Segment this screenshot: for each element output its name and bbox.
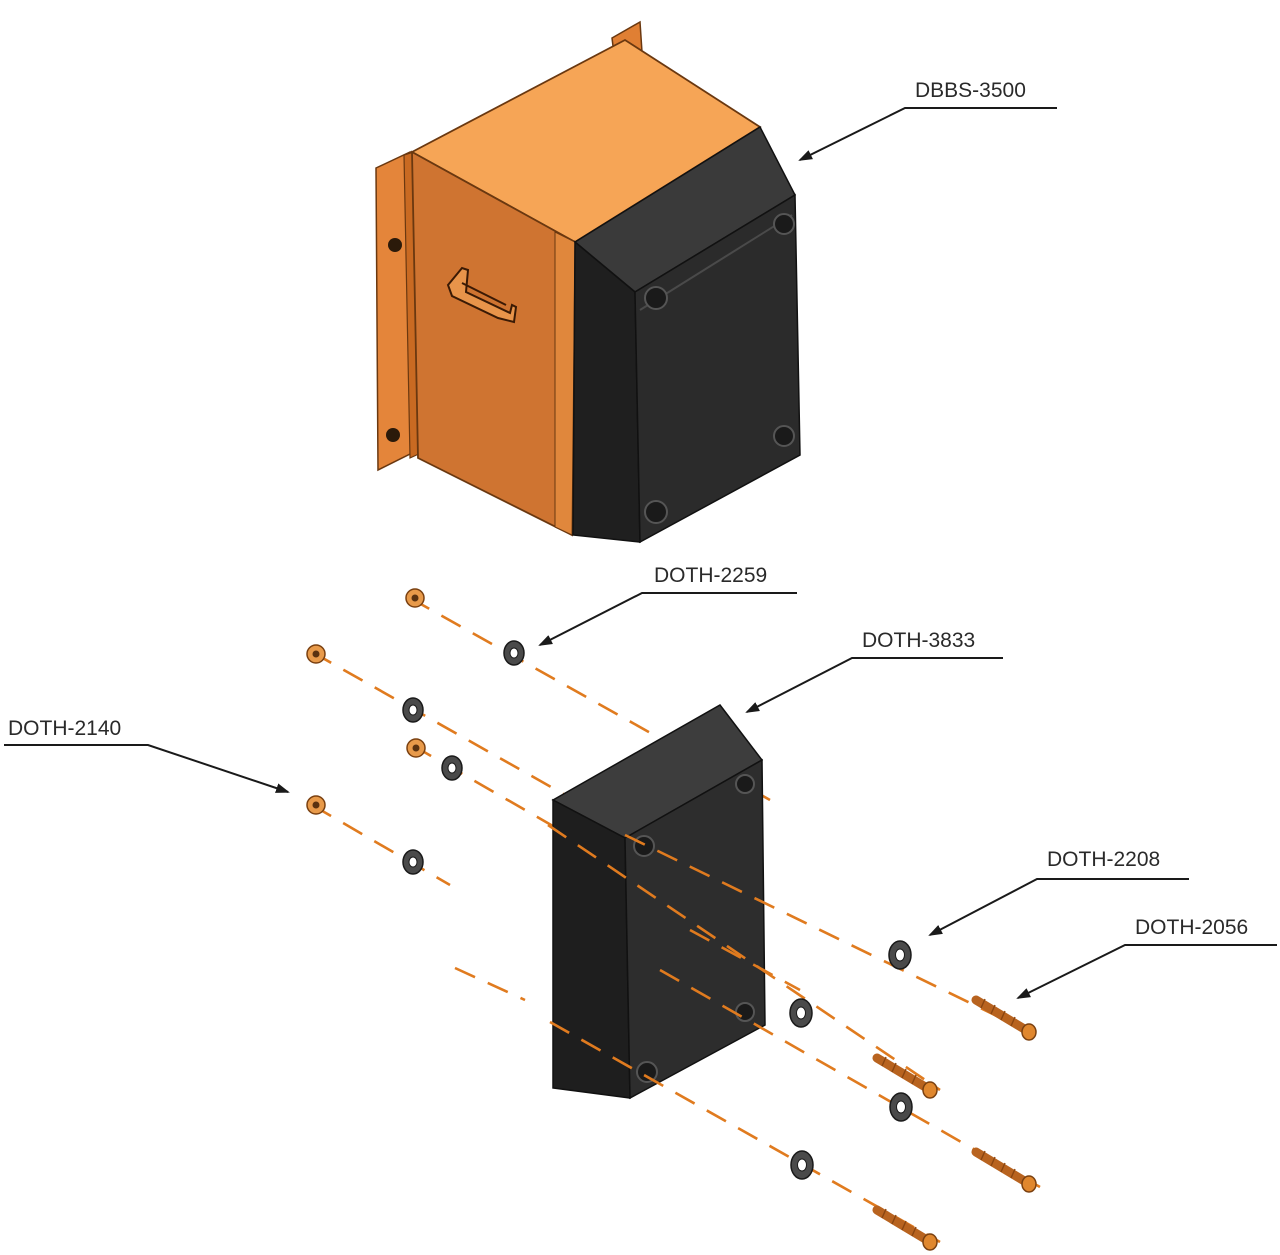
assembly-axis-line [547,823,941,1092]
nut-icon [306,644,326,664]
callout-cover: DOTH-3833 [745,629,1003,713]
nut-icon [306,795,326,815]
assembly-axis-line [454,966,526,1002]
screws-group [872,995,1037,1251]
assembly-axis-line [624,833,1041,1039]
screw-icon [971,995,1037,1041]
leader-line [745,657,1003,713]
washer-icon [889,1092,913,1122]
cover-exploded [311,596,771,1100]
handle-icon [446,266,518,324]
flange-hole-icon [388,238,402,252]
enclosure-side-bevel [554,231,576,536]
cover-screw-hole-icon [735,1002,755,1022]
callout-label-screw: DOTH-2056 [1135,916,1248,939]
leader-line [538,592,797,646]
enclosure-cover-front [634,193,801,544]
cover-screw-hole-icon [636,1061,658,1083]
nut-icon [406,738,426,758]
assembly-axis-line [311,803,451,887]
washer-icon [402,849,424,875]
washer-icon [441,755,463,781]
cover-screw-hole-icon [633,835,655,857]
callout-label-enclosure: DBBS-3500 [915,79,1026,102]
assembly-axis-line [549,1020,941,1244]
cover-side-face [552,798,631,1099]
cover-front-face [624,758,766,1100]
enclosure-cover-side [572,240,641,543]
washer-icon [789,998,813,1028]
callout-washer-right: DOTH-2208 [928,848,1189,936]
nuts-group [306,588,426,815]
leader-line [798,107,1057,161]
cover-screw-icon [644,500,668,524]
cover-screw-icon [644,286,668,310]
washer-icon [888,940,912,970]
washer-icon [402,697,424,723]
washer-icon [790,1150,814,1180]
cover-screw-icon [773,213,795,235]
enclosure-assembly [375,20,801,544]
callout-label-washer-right: DOTH-2208 [1047,848,1160,871]
washer-icon [503,640,525,666]
callout-enclosure: DBBS-3500 [798,79,1057,161]
screw-icon [872,1053,938,1099]
leader-line [1016,944,1277,999]
callout-screw: DOTH-2056 [1016,916,1277,999]
assembly-axis-line [689,928,801,992]
flange-hole-icon [386,428,400,442]
cover-screw-hole-icon [735,774,755,794]
leader-line [4,744,290,793]
washers-group [402,640,913,1180]
nut-icon [405,588,425,608]
callout-washer-top: DOTH-2259 [538,564,797,646]
callout-label-washer-top: DOTH-2259 [654,564,767,587]
callout-label-nut: DOTH-2140 [8,717,121,740]
screw-icon [872,1205,938,1251]
assembly-axis-line [311,650,761,907]
screw-icon [971,1147,1037,1193]
callout-label-cover: DOTH-3833 [862,629,975,652]
leader-line [928,878,1189,936]
callout-nut: DOTH-2140 [4,717,290,793]
cover-screw-icon [773,425,795,447]
